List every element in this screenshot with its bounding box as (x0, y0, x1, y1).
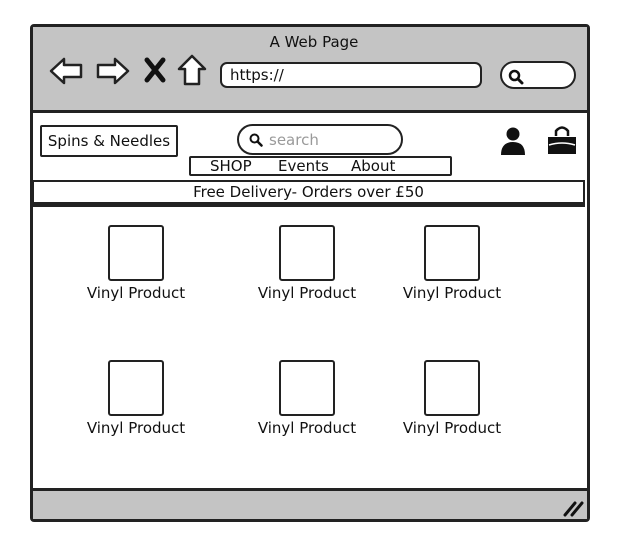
close-x-icon[interactable] (142, 55, 168, 85)
product-image[interactable] (424, 225, 480, 281)
menu-item-shop[interactable]: SHOP (210, 157, 252, 175)
site-logo[interactable]: Spins & Needles (40, 125, 178, 157)
product-image[interactable] (108, 225, 164, 281)
main-menu: SHOP Events About (189, 156, 452, 176)
product-image[interactable] (279, 225, 335, 281)
product-image[interactable] (424, 360, 480, 416)
back-arrow-icon[interactable] (47, 54, 85, 88)
product-label[interactable]: Vinyl Product (257, 284, 357, 302)
browser-search-button[interactable] (500, 61, 576, 89)
product-label[interactable]: Vinyl Product (257, 419, 357, 437)
site-search[interactable] (237, 124, 403, 155)
url-field[interactable]: https:// (220, 62, 482, 88)
product-label[interactable]: Vinyl Product (86, 284, 186, 302)
magnifier-icon (508, 69, 524, 85)
product-image[interactable] (279, 360, 335, 416)
home-icon[interactable] (175, 52, 209, 88)
product-label[interactable]: Vinyl Product (402, 419, 502, 437)
forward-arrow-icon[interactable] (94, 54, 132, 88)
menu-item-events[interactable]: Events (278, 157, 329, 175)
status-bar (33, 488, 587, 519)
product-image[interactable] (108, 360, 164, 416)
product-label[interactable]: Vinyl Product (402, 284, 502, 302)
search-icon (249, 133, 263, 147)
promo-banner: Free Delivery- Orders over £50 (32, 180, 585, 207)
resize-grip-icon[interactable] (562, 499, 584, 517)
user-icon[interactable] (500, 126, 526, 156)
search-input[interactable] (269, 130, 389, 149)
shopping-bag-icon[interactable] (546, 124, 578, 156)
menu-item-about[interactable]: About (351, 157, 396, 175)
product-label[interactable]: Vinyl Product (86, 419, 186, 437)
window-title: A Web Page (269, 33, 359, 51)
